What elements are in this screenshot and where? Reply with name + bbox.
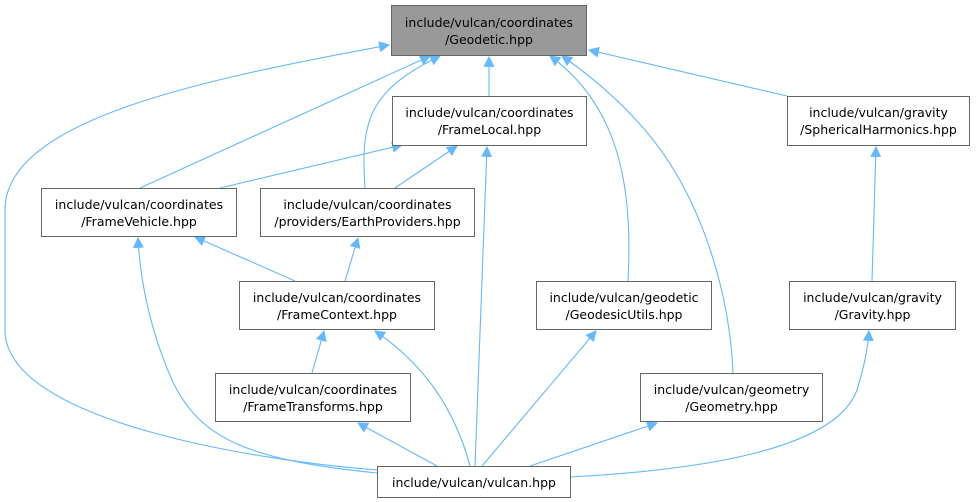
node-geometry[interactable]: include/vulcan/geometry /Geometry.hpp: [640, 373, 823, 422]
node-label: /FrameLocal.hpp: [437, 122, 542, 137]
node-label: include/vulcan/geometry: [653, 381, 810, 397]
edge-vulcan-to-framevehicle: [132, 236, 378, 474]
edge-geodesicutils-to-geodetic: [549, 55, 630, 282]
edge-vulcan-to-framecontext: [374, 330, 471, 467]
edge-vulcan-to-framelocal: [474, 145, 493, 467]
node-label: /Geometry.hpp: [685, 398, 778, 414]
edge-earthproviders-to-geodetic: [363, 55, 441, 189]
edge-vulcan-to-frametransforms: [357, 422, 438, 467]
node-label: include/vulcan/coordinates: [405, 105, 574, 120]
edge-gravity-to-sphericalharmonics: [870, 145, 882, 282]
node-label: /SphericalHarmonics.hpp: [800, 122, 957, 137]
node-earth-providers[interactable]: include/vulcan/coordinates /providers/Ea…: [260, 188, 475, 237]
node-label: /Gravity.hpp: [834, 306, 911, 322]
edge-vulcan-to-geodesicutils: [481, 330, 597, 467]
node-label: /FrameContext.hpp: [277, 306, 397, 322]
node-label: include/vulcan/geodetic: [549, 289, 699, 305]
edge-vulcan-to-geodetic: [4, 41, 391, 471]
node-label: /FrameVehicle.hpp: [81, 213, 197, 229]
edge-earthproviders-to-framelocal: [394, 145, 458, 189]
node-spherical-harmonics[interactable]: include/vulcan/gravity /SphericalHarmoni…: [787, 96, 970, 146]
node-frame-vehicle[interactable]: include/vulcan/coordinates /FrameVehicle…: [41, 188, 237, 237]
node-label: include/vulcan/gravity: [809, 105, 948, 120]
node-label: include/vulcan/coordinates: [252, 289, 422, 305]
edge-framecontext-to-earthproviders: [344, 236, 361, 282]
edge-vulcan-to-geometry: [529, 420, 659, 467]
edge-framevehicle-to-framelocal: [219, 141, 404, 189]
node-geodesic-utils[interactable]: include/vulcan/geodetic /GeodesicUtils.h…: [536, 281, 712, 330]
node-label: include/vulcan/coordinates: [228, 381, 398, 397]
node-frame-local[interactable]: include/vulcan/coordinates /FrameLocal.h…: [392, 96, 587, 146]
edge-vulcan-to-gravity: [569, 329, 874, 478]
node-gravity[interactable]: include/vulcan/gravity /Gravity.hpp: [789, 281, 956, 330]
edge-geometry-to-geodetic: [561, 55, 734, 374]
node-label: /FrameTransforms.hpp: [243, 398, 383, 414]
node-vulcan[interactable]: include/vulcan/vulcan.hpp: [377, 466, 571, 498]
node-label: /providers/EarthProviders.hpp: [274, 213, 461, 229]
node-label: include/vulcan/coordinates: [283, 196, 452, 212]
node-label: include/vulcan/coordinates: [54, 196, 224, 212]
edge-framevehicle-to-geodetic: [139, 55, 432, 189]
node-label: include/vulcan/coordinates: [404, 14, 574, 30]
node-frame-transforms[interactable]: include/vulcan/coordinates /FrameTransfo…: [215, 373, 411, 422]
node-label: include/vulcan/vulcan.hpp: [392, 474, 556, 490]
node-label: /GeodesicUtils.hpp: [565, 306, 683, 322]
node-label: /Geodetic.hpp: [445, 31, 533, 47]
node-geodetic[interactable]: include/vulcan/coordinates /Geodetic.hpp: [391, 5, 587, 56]
edge-framecontext-to-framevehicle: [193, 235, 296, 282]
edge-frametransforms-to-framecontext: [311, 329, 327, 374]
edge-sphericalharmonics-to-geodetic: [587, 46, 788, 97]
node-frame-context[interactable]: include/vulcan/coordinates /FrameContext…: [239, 281, 435, 330]
node-label: include/vulcan/gravity: [803, 289, 942, 305]
